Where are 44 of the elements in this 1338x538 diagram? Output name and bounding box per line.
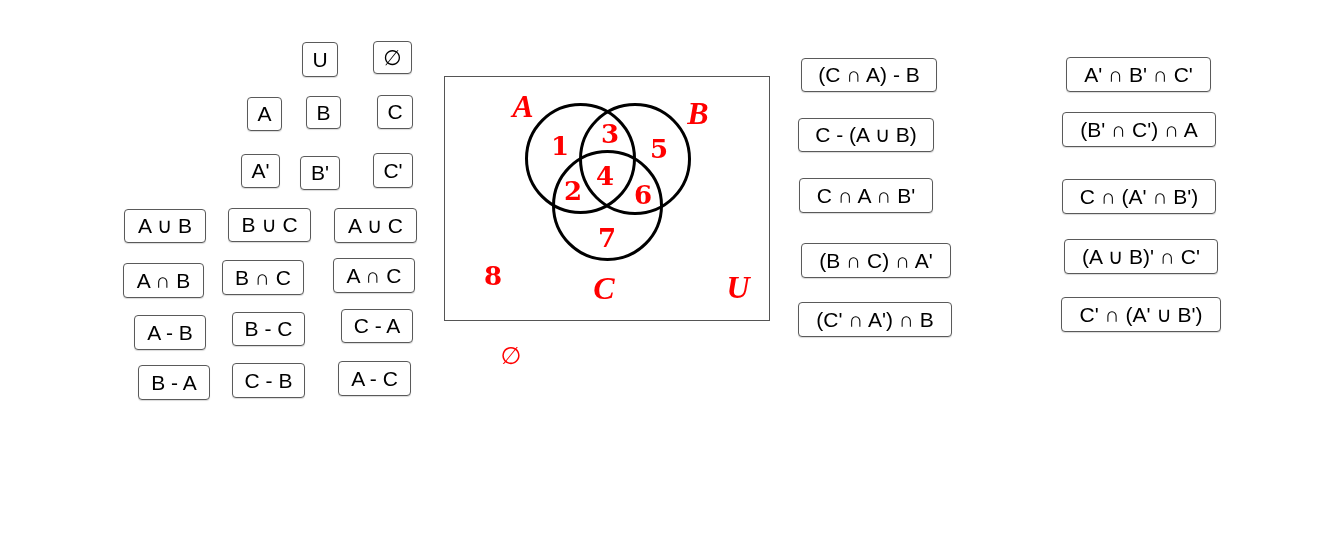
set-expression-button: C [377,95,413,129]
set-expression-button: B - C [232,312,305,346]
set-expression-button: C - A [341,309,413,343]
set-letter: A [512,90,534,122]
region-number: 2 [563,178,583,204]
set-expression-button: A - B [134,315,206,350]
set-expression-button: A ∩ B [123,263,204,298]
set-expression-button: A [247,97,282,131]
set-letter: B [687,97,709,129]
set-expression-button: A ∩ C [333,258,415,293]
set-expression-button: B [306,96,341,129]
set-expression-button: U [302,42,338,77]
region-number: 7 [597,225,617,251]
set-expression-button: A - C [338,361,411,396]
set-expression-button: (A ∪ B)' ∩ C' [1064,239,1218,274]
region-number: 8 [483,263,503,289]
set-expression-button: B - A [138,365,210,400]
set-expression-button: B ∪ C [228,208,311,242]
universe-rectangle [444,76,770,321]
region-number: 6 [633,182,653,208]
set-expression-button: A' ∩ B' ∩ C' [1066,57,1211,92]
set-expression-button: B' [300,156,340,190]
set-expression-button: C ∩ (A' ∩ B') [1062,179,1216,214]
region-number: 4 [595,163,615,189]
set-expression-button: C' [373,153,413,188]
set-expression-button: A ∪ B [124,209,206,243]
empty-set-symbol: ∅ [500,344,522,368]
region-number: 3 [600,121,620,147]
set-expression-button: C - B [232,363,305,398]
set-expression-button: (C' ∩ A') ∩ B [798,302,952,337]
universe-letter: U [726,271,750,303]
set-expression-button: ∅ [373,41,412,74]
set-expression-button: C ∩ A ∩ B' [799,178,933,213]
set-expression-button: A' [241,154,280,188]
set-expression-button: (B' ∩ C') ∩ A [1062,112,1216,147]
set-expression-button: C' ∩ (A' ∪ B') [1061,297,1221,332]
set-expression-button: (C ∩ A) - B [801,58,937,92]
set-letter: C [593,272,615,304]
set-expression-button: B ∩ C [222,260,304,295]
region-number: 5 [649,136,669,162]
set-expression-button: (B ∩ C) ∩ A' [801,243,951,278]
set-expression-button: C - (A ∪ B) [798,118,934,152]
region-number: 1 [550,133,570,159]
set-expression-button: A ∪ C [334,208,417,243]
